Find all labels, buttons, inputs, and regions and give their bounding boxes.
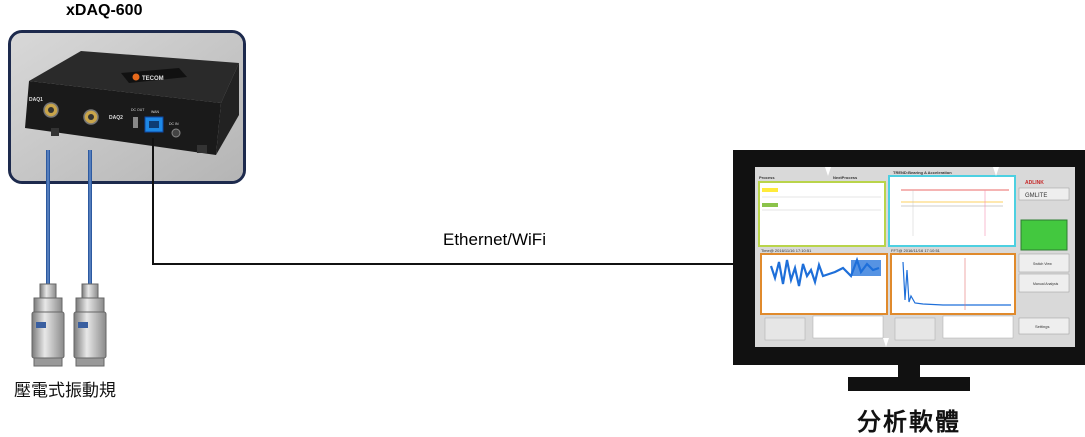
device-front-face bbox=[25, 81, 221, 155]
panel-title-trend: TREND:Bearing A Acceleration bbox=[893, 170, 952, 175]
sensors-label: 壓電式振動規 bbox=[14, 381, 116, 401]
connection-label: Ethernet/WiFi bbox=[443, 230, 546, 249]
device-brand: TECOM bbox=[142, 76, 164, 82]
monitor-neck bbox=[898, 365, 920, 377]
trend-panel bbox=[888, 175, 1016, 247]
device-title: xDAQ-600 bbox=[66, 2, 143, 19]
usb-port-icon bbox=[133, 117, 138, 128]
settings-button: Settings bbox=[1035, 324, 1049, 329]
vendor-logo: ADLINK bbox=[1025, 180, 1044, 186]
port-label-daq2: DAQ2 bbox=[109, 115, 123, 121]
ethernet-line bbox=[152, 138, 735, 265]
dc-in-port-icon bbox=[171, 128, 181, 138]
sensor-1 bbox=[31, 283, 65, 367]
vibration-sensors-illustration bbox=[31, 283, 107, 367]
port-label-daq1: DAQ1 bbox=[29, 97, 43, 103]
panel-title-nextprocess: NextProcess bbox=[833, 175, 858, 180]
sensor-2 bbox=[73, 283, 107, 367]
software-label: 分析軟體 bbox=[857, 408, 961, 436]
panel-title-process: Process bbox=[759, 175, 775, 180]
port-label-dcout: DC OUT bbox=[131, 108, 145, 112]
xdaq-device-illustration: TECOM DAQ1 DAQ2 DC OUT WAN DC IN bbox=[11, 33, 243, 181]
status-indicator bbox=[1020, 219, 1068, 251]
switch-view-button: Switch View bbox=[1033, 262, 1052, 266]
product-name: GMLITE bbox=[1025, 193, 1047, 199]
device-image-frame: TECOM DAQ1 DAQ2 DC OUT WAN DC IN bbox=[8, 30, 246, 184]
time-plot-title: Time@ 2016/11/16 17:10:51 bbox=[761, 248, 812, 253]
tecom-logo-icon bbox=[132, 73, 140, 81]
port-label-dcin: DC IN bbox=[169, 122, 179, 126]
manual-analysis-button: Manual Analysis bbox=[1033, 282, 1059, 286]
port-label-wan: WAN bbox=[151, 110, 160, 114]
monitor-illustration: Process NextProcess TREND:Bearing A Acce… bbox=[733, 150, 1085, 391]
process-panel bbox=[758, 181, 886, 247]
fft-plot-panel bbox=[890, 253, 1016, 315]
monitor-base bbox=[848, 377, 970, 391]
fft-plot-title: FFT@ 2016/11/16 17:10:51 bbox=[891, 248, 941, 253]
